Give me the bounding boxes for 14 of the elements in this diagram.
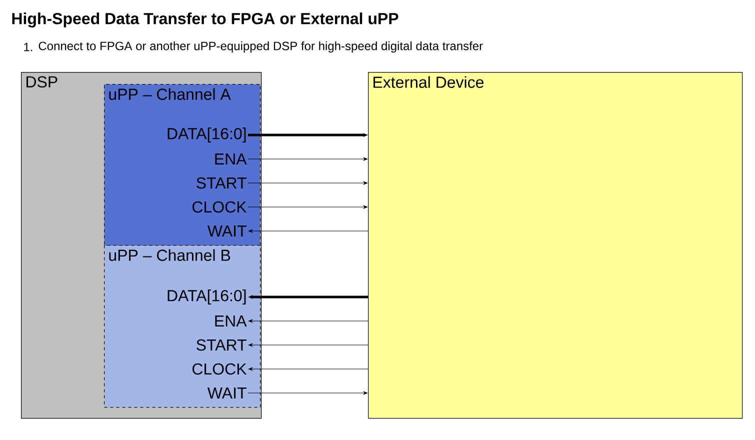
signal-label: DATA[16:0]: [168, 290, 246, 304]
signal-label: ENA: [215, 154, 247, 164]
title: High-Speed Data Transfer to FPGA or External uPP: [12, 12, 398, 28]
signal-label: ENA: [215, 316, 247, 326]
signal-label: START: [196, 177, 246, 189]
signal-label: START: [196, 339, 246, 351]
list-text: Connect to FPGA or another uPP-equipped DSP for high-speed digital data transfer: [38, 41, 483, 53]
signal-label: WAIT: [207, 388, 246, 398]
signal-label: CLOCK: [192, 201, 247, 213]
list-text: 1.: [24, 42, 32, 52]
signal-label: CLOCK: [192, 363, 247, 375]
signal-label: DATA[16:0]: [168, 128, 246, 142]
signal-label: WAIT: [207, 226, 246, 236]
device-block: External Device: [368, 72, 743, 419]
